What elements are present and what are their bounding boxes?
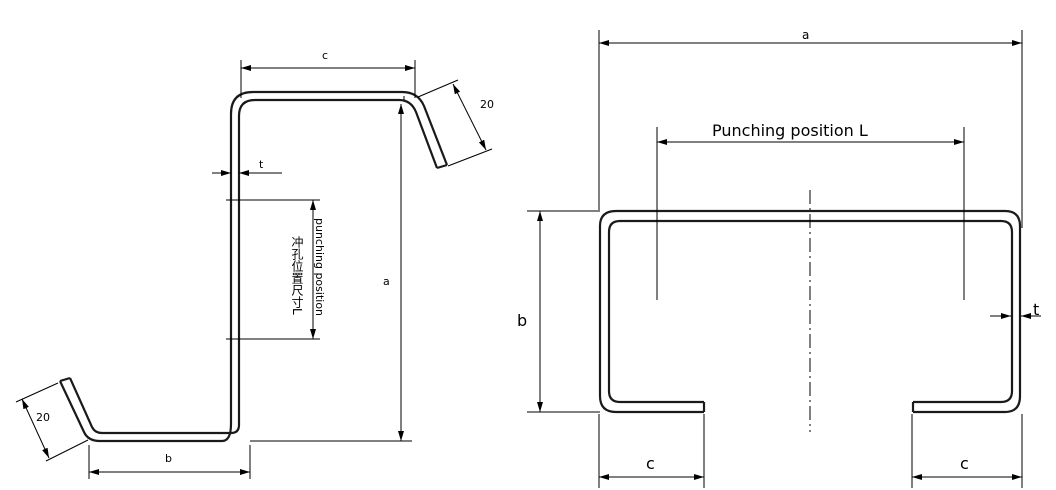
z-punch-label-en: punching position: [313, 218, 326, 316]
z-section-drawing: c 20 t punching position 冲孔位置尺寸L a: [15, 49, 494, 479]
c-profile-outer: [598, 209, 1022, 414]
c-dim-c-right: [911, 414, 1023, 488]
z-dim-a-label: a: [383, 275, 390, 288]
c-dim-a-label: a: [802, 28, 809, 42]
z-dim-c-label: c: [322, 49, 328, 62]
c-section-drawing: a Punching position L b t c: [517, 28, 1041, 488]
z-dim-punch: [226, 199, 320, 340]
c-dim-b: [527, 210, 600, 413]
c-dim-c-left: [598, 414, 705, 488]
z-dim-c: [240, 60, 416, 98]
z-dim-lip-top-label: 20: [480, 98, 494, 111]
z-dim-b: [88, 445, 251, 479]
z-dim-a: [250, 96, 412, 442]
z-profile-inner: [59, 90, 449, 443]
c-punch-label: Punching position L: [712, 121, 868, 140]
z-dim-t-label: t: [259, 158, 264, 171]
z-lip-top-end: [436, 163, 448, 170]
z-punch-label-cn: 冲孔位置尺寸L: [290, 235, 304, 315]
z-dim-b-label: b: [165, 452, 172, 465]
c-dim-a: [598, 30, 1023, 228]
z-profile: [59, 90, 449, 443]
z-lip-bottom-end: [59, 376, 71, 383]
c-dim-punch: [656, 127, 965, 300]
z-dim-lip-bottom: [15, 382, 89, 462]
c-dim-b-label: b: [517, 311, 527, 330]
z-profile-outer: [68, 98, 439, 435]
c-dim-c-left-label: c: [646, 454, 655, 473]
z-dim-lip-bottom-label: 20: [36, 411, 50, 424]
c-dim-c-right-label: c: [960, 454, 969, 473]
c-dim-t-label: t: [1033, 300, 1039, 319]
z-dim-lip-top: [417, 79, 493, 167]
